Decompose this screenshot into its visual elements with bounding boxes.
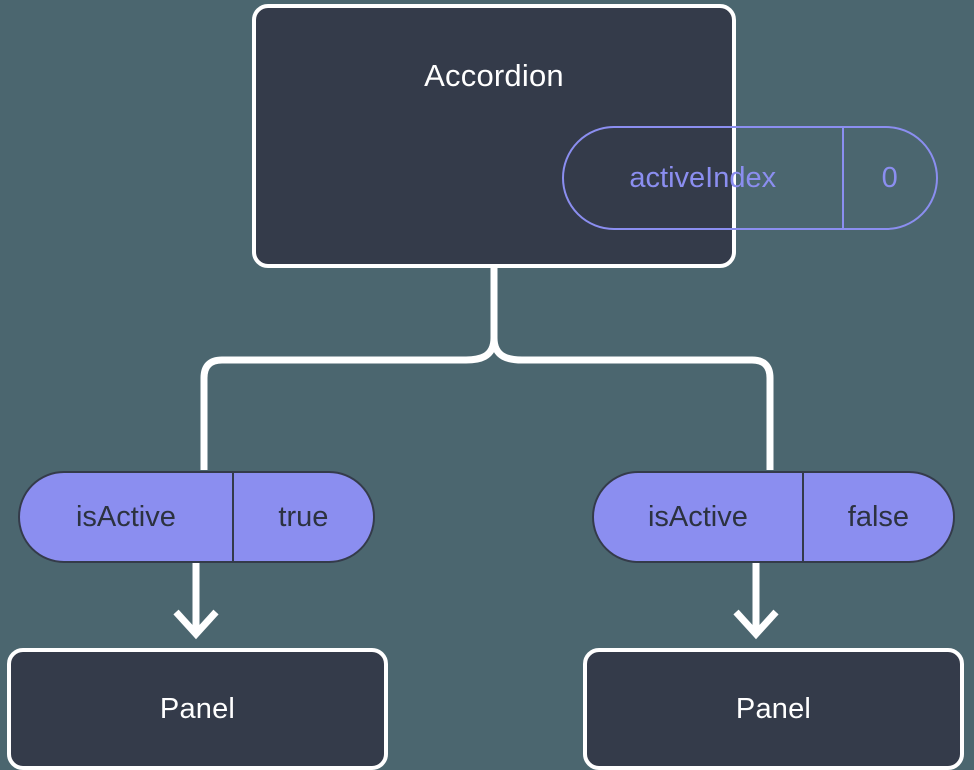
connector-fork-left (200, 337, 498, 470)
prop-pill-is-active-false[interactable]: isActive false (592, 471, 955, 563)
state-pill-active-index-value: 0 (841, 128, 937, 228)
node-panel-right-title: Panel (735, 692, 812, 725)
node-accordion-title: Accordion (424, 58, 564, 93)
prop-pill-is-active-false-value: false (801, 473, 953, 561)
node-accordion[interactable]: Accordion activeIndex 0 (252, 4, 938, 268)
arrow-head-right (733, 609, 779, 640)
state-pill-active-index[interactable]: activeIndex 0 (562, 126, 938, 230)
node-panel-left-title: Panel (159, 692, 236, 725)
prop-pill-is-active-false-key: isActive (647, 500, 748, 533)
state-pill-active-index-key: activeIndex (629, 161, 777, 194)
connector-fork-right (490, 337, 774, 470)
prop-pill-is-active-true[interactable]: isActive true (18, 471, 375, 563)
prop-pill-is-active-true-value: true (231, 473, 373, 561)
node-panel-left[interactable]: Panel (7, 648, 388, 770)
node-panel-right[interactable]: Panel (583, 648, 964, 770)
arrow-head-left (173, 609, 219, 640)
prop-pill-is-active-true-key: isActive (75, 500, 176, 533)
